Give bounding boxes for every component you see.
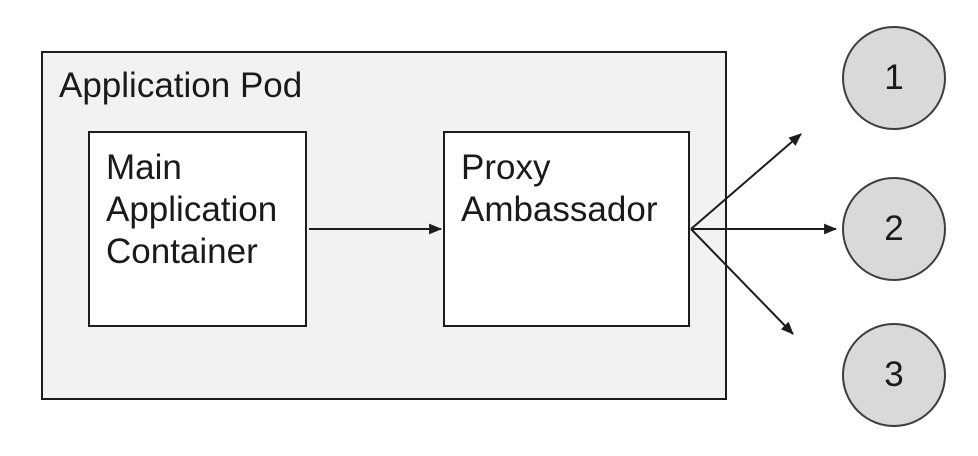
endpoint-circle-2: 2 — [842, 177, 946, 281]
endpoint-circle-1: 1 — [842, 26, 946, 130]
endpoint-2-label: 2 — [884, 209, 904, 248]
main-application-container-node: Main Application Container — [88, 131, 307, 327]
endpoint-3-label: 3 — [884, 355, 904, 394]
proxy-ambassador-label: Proxy Ambassador — [461, 148, 658, 229]
endpoint-circle-3: 3 — [842, 323, 946, 427]
main-application-container-label: Main Application Container — [106, 148, 278, 271]
application-pod: Application Pod Main Application Contain… — [41, 51, 727, 400]
application-pod-label: Application Pod — [59, 66, 303, 105]
endpoint-1-label: 1 — [884, 58, 904, 97]
proxy-ambassador-node: Proxy Ambassador — [443, 131, 690, 327]
